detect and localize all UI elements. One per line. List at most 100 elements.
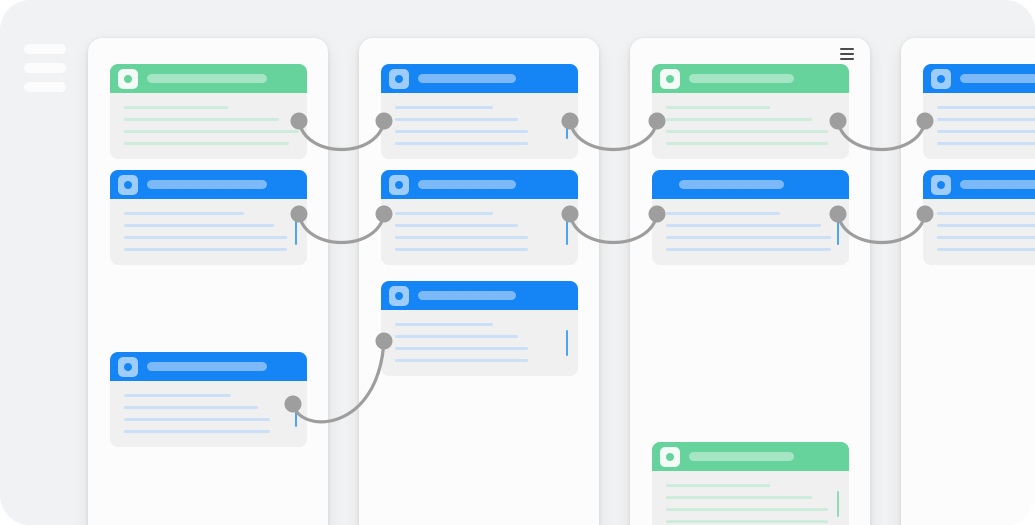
card-text-line — [666, 106, 770, 109]
hamburger-bar — [24, 63, 66, 73]
board-column-2[interactable] — [359, 38, 599, 525]
card-text-line — [395, 359, 528, 362]
card-body — [923, 93, 1035, 159]
board-card[interactable] — [652, 170, 849, 265]
card-text-line — [395, 347, 528, 350]
card-text-line — [395, 118, 518, 121]
board-card[interactable] — [652, 64, 849, 159]
card-body — [652, 93, 849, 159]
card-title-placeholder — [689, 452, 794, 461]
card-title-placeholder — [418, 180, 516, 189]
card-text-line — [124, 106, 228, 109]
card-title-placeholder — [147, 180, 267, 189]
card-body — [381, 199, 578, 265]
card-header — [381, 281, 578, 310]
card-header — [110, 352, 307, 381]
badge-dot — [666, 74, 674, 83]
card-title-placeholder — [960, 180, 1035, 189]
card-status-tick — [566, 219, 568, 245]
board-card[interactable] — [923, 64, 1035, 159]
card-body — [110, 381, 307, 447]
board-card[interactable] — [110, 352, 307, 447]
card-status-tick — [566, 113, 568, 139]
circle-badge-icon — [118, 68, 138, 89]
circle-badge-icon — [931, 68, 951, 89]
badge-dot — [395, 74, 403, 83]
card-header — [110, 170, 307, 199]
card-status-tick — [566, 330, 568, 356]
board-column-3[interactable] — [630, 38, 870, 525]
card-text-line — [937, 118, 1035, 121]
badge-dot — [666, 452, 674, 461]
badge-dot — [124, 362, 132, 371]
circle-badge-icon — [660, 446, 680, 467]
card-text-line — [124, 130, 299, 133]
badge-dot — [937, 180, 945, 189]
card-text-line — [124, 212, 244, 215]
card-text-line — [666, 212, 780, 215]
card-text-line — [124, 430, 270, 433]
card-body — [652, 471, 849, 525]
card-text-line — [937, 142, 1035, 145]
card-text-line — [395, 130, 528, 133]
hamburger-menu-icon[interactable] — [24, 44, 66, 92]
card-text-line — [395, 212, 493, 215]
card-body — [110, 93, 307, 159]
card-title-placeholder — [418, 74, 516, 83]
card-status-tick — [295, 401, 297, 427]
circle-badge-icon — [118, 356, 138, 377]
card-text-line — [666, 142, 828, 145]
card-text-line — [666, 224, 821, 227]
card-text-line — [666, 236, 831, 239]
badge-dot — [124, 74, 132, 83]
card-text-line — [666, 496, 812, 499]
circle-badge-icon — [660, 68, 680, 89]
card-header — [923, 170, 1035, 199]
card-header — [652, 170, 849, 199]
card-title-placeholder — [679, 180, 784, 189]
card-text-line — [937, 236, 1035, 239]
card-text-line — [124, 248, 287, 251]
card-title-placeholder — [147, 74, 267, 83]
card-title-placeholder — [147, 362, 267, 371]
card-title-placeholder — [960, 74, 1035, 83]
card-header — [381, 170, 578, 199]
card-text-line — [937, 106, 1035, 109]
board-column-1[interactable] — [88, 38, 328, 525]
card-body — [652, 199, 849, 265]
card-text-line — [666, 520, 828, 523]
card-body — [381, 310, 578, 376]
card-text-line — [124, 406, 258, 409]
card-header — [652, 64, 849, 93]
board-card[interactable] — [923, 170, 1035, 265]
hamburger-bar — [24, 82, 66, 92]
board-column-4[interactable] — [901, 38, 1035, 525]
card-text-line — [124, 118, 279, 121]
board-card[interactable] — [381, 281, 578, 376]
board-card[interactable] — [110, 170, 307, 265]
circle-badge-icon — [389, 68, 409, 89]
card-text-line — [395, 323, 493, 326]
card-text-line — [666, 248, 831, 251]
card-body — [923, 199, 1035, 265]
card-text-line — [124, 394, 231, 397]
card-text-line — [937, 248, 1035, 251]
circle-badge-icon — [931, 174, 951, 195]
card-text-line — [666, 130, 828, 133]
board-card[interactable] — [381, 170, 578, 265]
card-text-line — [124, 224, 274, 227]
board-card[interactable] — [652, 442, 849, 525]
card-text-line — [937, 130, 1035, 133]
card-body — [110, 199, 307, 265]
badge-dot — [124, 180, 132, 189]
card-text-line — [395, 236, 528, 239]
circle-badge-icon — [389, 285, 409, 306]
board-card[interactable] — [381, 64, 578, 159]
card-header — [923, 64, 1035, 93]
board-card[interactable] — [110, 64, 307, 159]
card-header — [381, 64, 578, 93]
card-title-placeholder — [689, 74, 794, 83]
card-text-line — [395, 335, 518, 338]
column-menu-icon[interactable] — [840, 48, 854, 60]
card-text-line — [395, 106, 493, 109]
